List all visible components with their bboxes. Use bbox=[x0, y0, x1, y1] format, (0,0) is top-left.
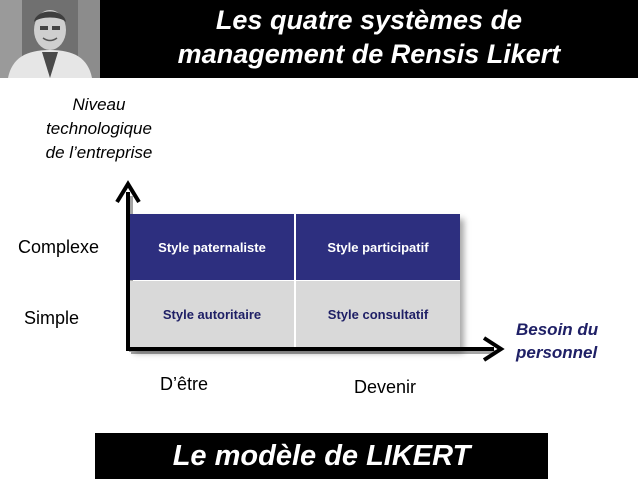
likert-matrix: Style paternaliste Style participatif St… bbox=[130, 214, 460, 348]
y-axis-caption-line-2: technologique bbox=[46, 119, 152, 138]
person-portrait-icon bbox=[0, 0, 100, 78]
y-axis-caption: Niveau technologique de l’entreprise bbox=[14, 93, 184, 165]
y-level-simple: Simple bbox=[24, 308, 80, 328]
cell-participatif: Style participatif bbox=[296, 214, 460, 280]
x-axis-arrow-icon bbox=[482, 336, 505, 362]
cell-consultatif: Style consultatif bbox=[296, 281, 460, 347]
y-axis-arrow-icon bbox=[115, 180, 141, 204]
x-axis-caption-line-1: Besoin du bbox=[516, 320, 599, 339]
x-axis-caption-line-2: personnel bbox=[516, 343, 598, 362]
y-axis-caption-line-1: Niveau bbox=[72, 95, 126, 114]
cell-paternaliste: Style paternaliste bbox=[130, 214, 294, 280]
cell-autoritaire: Style autoritaire bbox=[130, 281, 294, 347]
x-axis-caption: Besoin du personnel bbox=[516, 318, 638, 364]
footer-banner: Le modèle de LIKERT bbox=[95, 433, 548, 479]
title-line-1: Les quatre systèmes de bbox=[215, 5, 523, 35]
footer-label: Le modèle de LIKERT bbox=[172, 439, 471, 472]
y-axis-caption-line-3: de l’entreprise bbox=[45, 143, 153, 162]
x-level-etre: D’être bbox=[160, 374, 209, 394]
portrait-photo bbox=[0, 0, 100, 78]
x-level-devenir: Devenir bbox=[354, 377, 417, 397]
y-level-complexe: Complexe bbox=[18, 237, 100, 257]
title-banner: Les quatre systèmes de management de Ren… bbox=[100, 0, 638, 78]
title-line-2: management de Rensis Likert bbox=[177, 39, 561, 69]
